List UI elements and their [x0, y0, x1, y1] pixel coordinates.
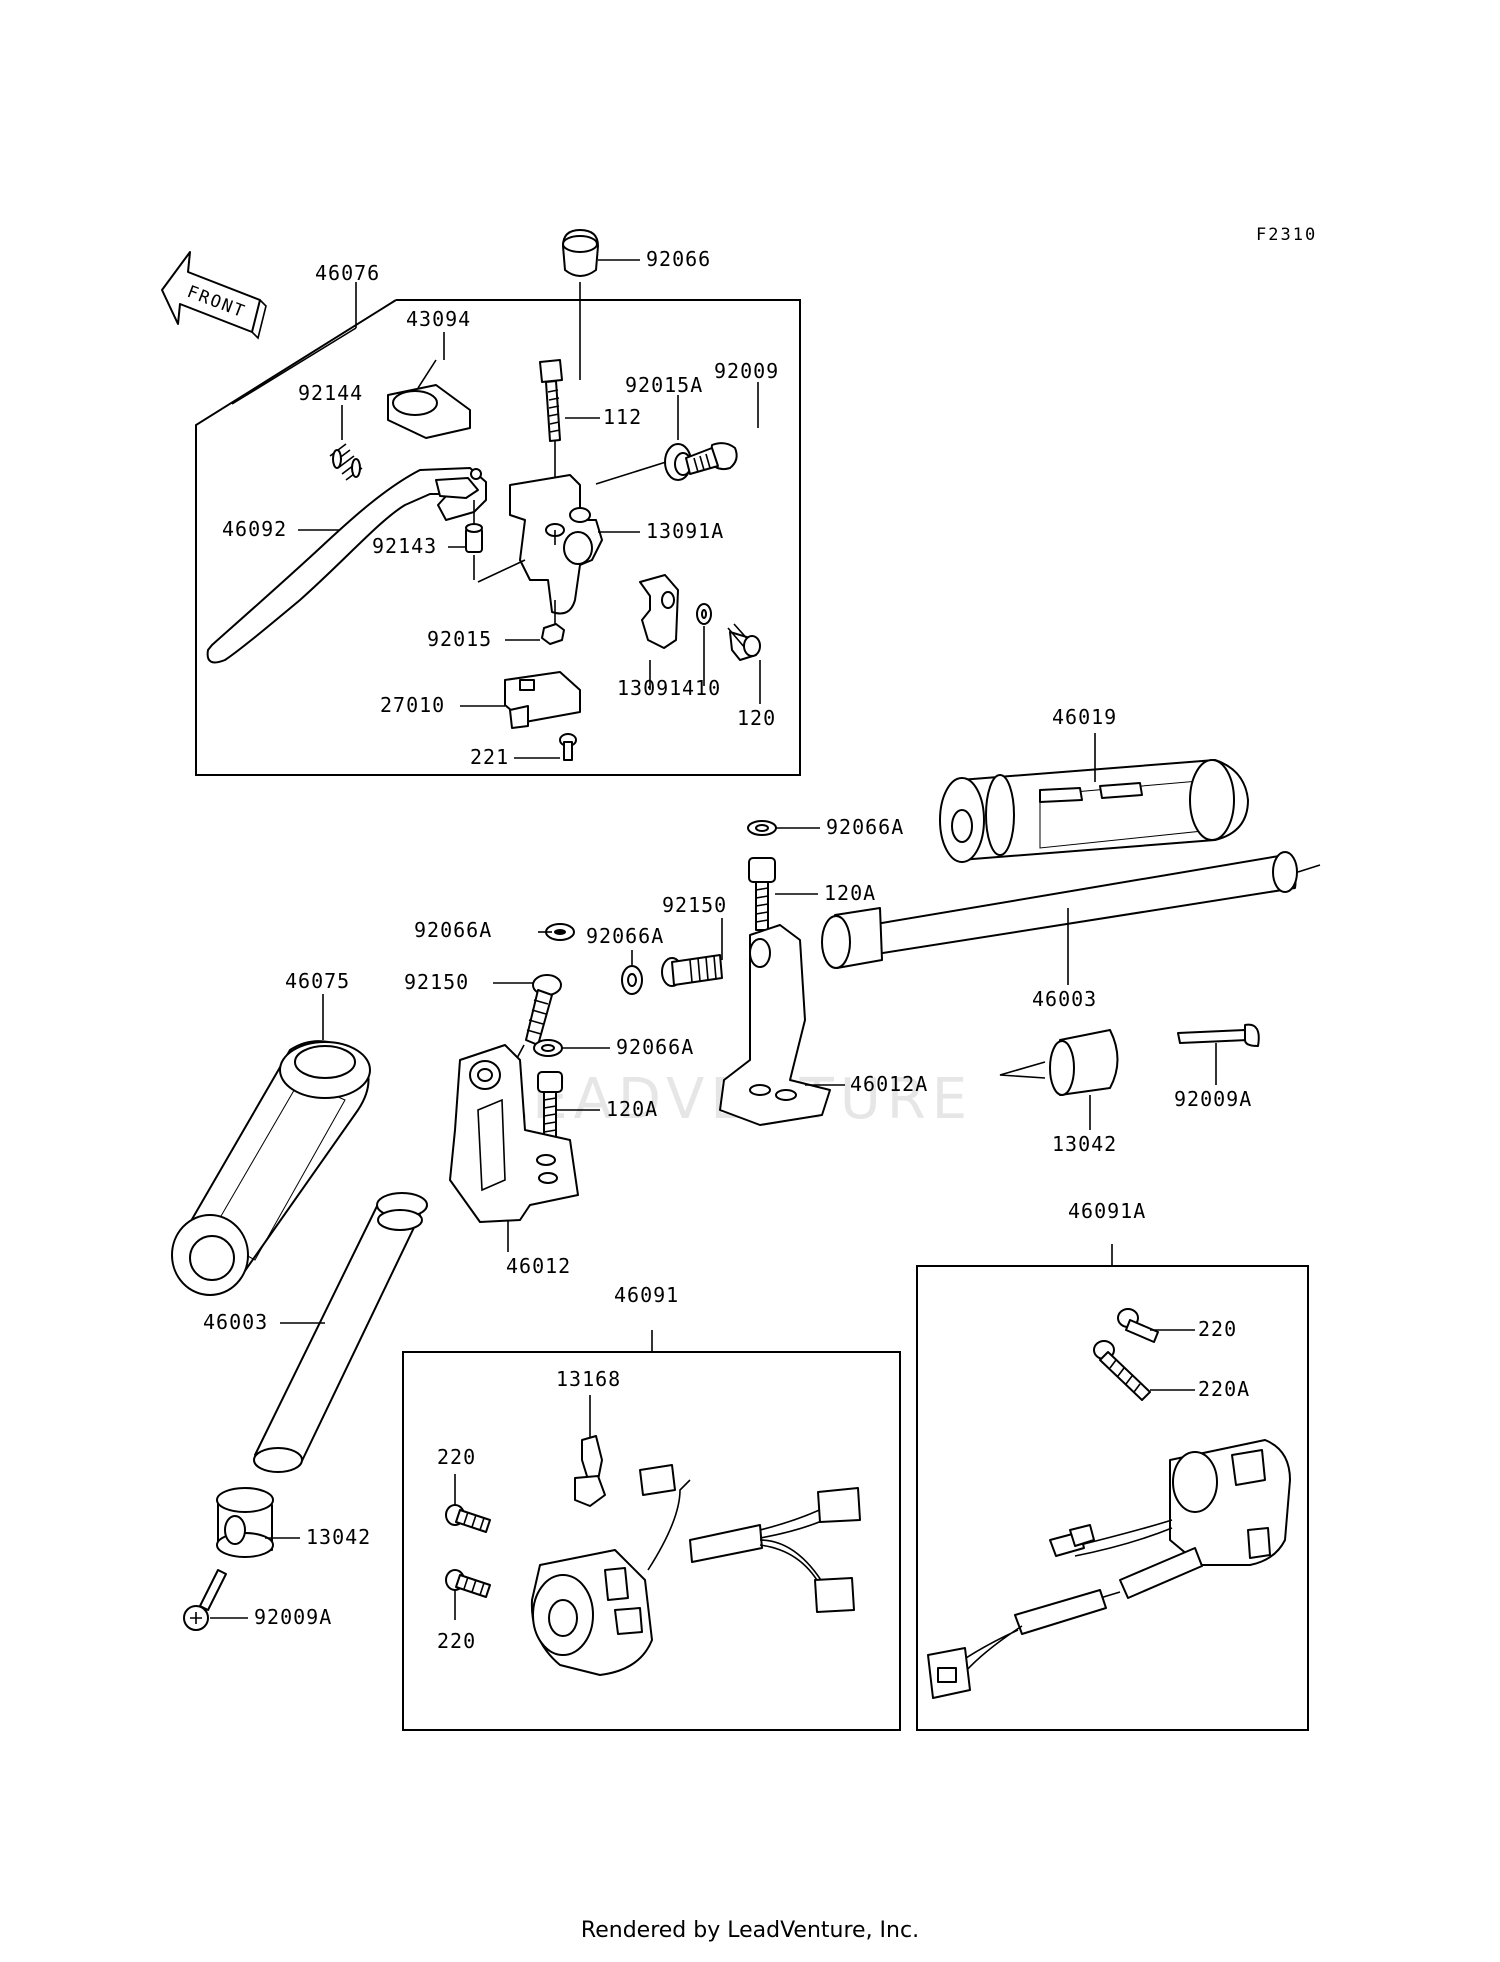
- handlebar-right-part: [821, 851, 1321, 985]
- wiring-harness-left-part: [639, 1464, 861, 1613]
- bolt-92150-left-part: [507, 974, 562, 1076]
- switch-46091-group: [402, 1330, 901, 1731]
- part-label: 92143: [372, 534, 437, 558]
- part-label: 92009: [714, 359, 779, 383]
- part-label: 43094: [406, 307, 471, 331]
- wiring-harness-right-part: [927, 1519, 1203, 1699]
- switch-27010-part: [504, 671, 581, 729]
- part-label: 13168: [556, 1367, 621, 1391]
- master-cylinder-cover-part: [387, 359, 471, 439]
- part-label: 92015A: [625, 373, 703, 397]
- part-label: 92144: [298, 381, 363, 405]
- front-direction-arrow: FRONT: [161, 251, 267, 340]
- bar-end-weight-right-part: [999, 1029, 1119, 1096]
- part-label: 46076: [315, 261, 380, 285]
- washer-92066a-top-part: [747, 820, 777, 836]
- part-label: 46092: [222, 517, 287, 541]
- screw-220a-part: [1093, 1340, 1151, 1401]
- screw-220-right-part: [1117, 1308, 1159, 1343]
- part-label: 112: [603, 405, 642, 429]
- holder-46012-part: [449, 1044, 579, 1223]
- part-label: 92066A: [826, 815, 904, 839]
- part-label: 46003: [203, 1310, 268, 1334]
- part-label: 92066A: [616, 1035, 694, 1059]
- part-label: 92150: [662, 893, 727, 917]
- grip-46019-part: [939, 733, 1249, 863]
- switch-housing-left-part: [530, 1549, 653, 1676]
- clutch-lever-part: [206, 467, 487, 664]
- lever-assembly-group: [195, 299, 801, 776]
- part-label: 120A: [606, 1097, 658, 1121]
- bolt-120a-top-part: [748, 857, 776, 931]
- part-label: 13091: [617, 676, 682, 700]
- part-label: 46012A: [850, 1072, 928, 1096]
- clamp-13091-part: [639, 574, 679, 649]
- screw-220-lower-part: [445, 1569, 491, 1598]
- spring-part: [329, 443, 363, 481]
- bolt-92150-right-part: [661, 954, 723, 987]
- switch-housing-right-part: [1169, 1439, 1291, 1566]
- part-label: 220: [437, 1445, 476, 1469]
- part-label: 92015: [427, 627, 492, 651]
- nut-92015a-part: [595, 443, 692, 485]
- master-cylinder-body-part: [477, 474, 603, 615]
- part-label: 92150: [404, 970, 469, 994]
- handlebar-left-part: [253, 1192, 428, 1473]
- figure-code: F2310: [1256, 225, 1317, 245]
- part-label: 220: [437, 1629, 476, 1653]
- part-label: 120A: [824, 881, 876, 905]
- nut-92015-part: [541, 600, 565, 645]
- collar-92143-part: [465, 500, 483, 580]
- part-label: 46012: [506, 1254, 571, 1278]
- part-label: 13042: [1052, 1132, 1117, 1156]
- washer-92066a-left-part: [545, 923, 575, 941]
- bar-end-weight-left-part: [216, 1487, 274, 1558]
- washer-92066a-lower-part: [533, 1039, 563, 1057]
- part-labels: 92066 46076 43094 92144 112 92015A 92009…: [203, 247, 1252, 1653]
- screw-92009-part: [685, 442, 738, 475]
- part-label: 220A: [1198, 1377, 1250, 1401]
- screw-221-part: [559, 733, 577, 761]
- bolt-120-part: [727, 623, 761, 661]
- part-label: 13091A: [646, 519, 724, 543]
- part-label: 221: [470, 745, 509, 769]
- part-label: 27010: [380, 693, 445, 717]
- reservoir-cap-part: [562, 229, 599, 380]
- holder-46012a-part: [719, 924, 831, 1126]
- cover-13168-part: [574, 1435, 606, 1507]
- part-label: 92009A: [254, 1605, 332, 1629]
- grip-46075-part: [171, 994, 371, 1296]
- part-label: 46091A: [1068, 1199, 1146, 1223]
- screw-92009a-left-part: [183, 1569, 227, 1631]
- footer-credit: Rendered by LeadVenture, Inc.: [580, 1918, 920, 1943]
- part-label: 46075: [285, 969, 350, 993]
- part-label: 46019: [1052, 705, 1117, 729]
- part-label: 120: [737, 706, 776, 730]
- washer-410-part: [696, 603, 712, 625]
- part-label: 46003: [1032, 987, 1097, 1011]
- switch-46091a-group: [916, 1244, 1309, 1731]
- part-label: 92066A: [414, 918, 492, 942]
- part-label: 92066A: [586, 924, 664, 948]
- washer-92066a-mid-part: [621, 965, 643, 995]
- screw-92009a-right-part: [1177, 1023, 1260, 1047]
- part-label: 410: [682, 676, 721, 700]
- screw-220-upper-part: [445, 1504, 491, 1533]
- part-label: 92009A: [1174, 1087, 1252, 1111]
- part-label: 13042: [306, 1525, 371, 1549]
- part-label: 46091: [614, 1283, 679, 1307]
- part-label: 220: [1198, 1317, 1237, 1341]
- leader-lines: [210, 259, 1217, 1620]
- part-label: 92066: [646, 247, 711, 271]
- bolt-120a-lower-part: [537, 1071, 563, 1141]
